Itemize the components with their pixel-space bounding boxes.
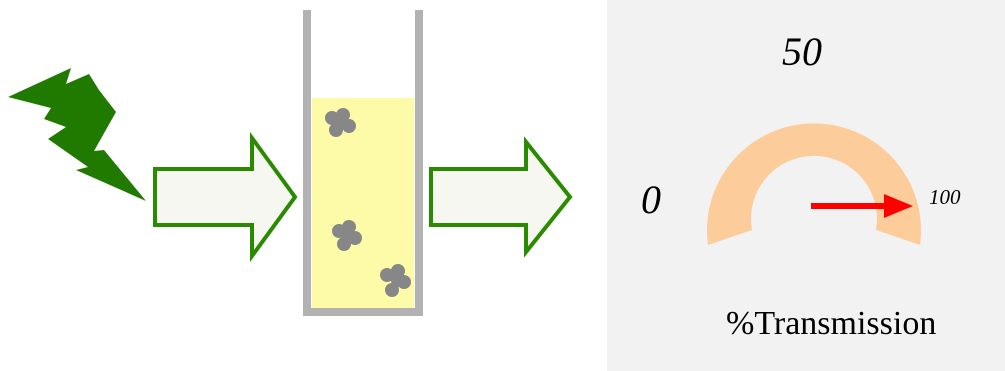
meter-panel	[607, 0, 1005, 371]
lightning-bolt-icon	[8, 68, 146, 201]
cuvette-left-wall	[303, 10, 311, 314]
gauge-icon	[707, 123, 921, 245]
particle-icon	[332, 220, 362, 251]
cuvette-right-wall	[415, 10, 423, 314]
particle-icon	[380, 264, 411, 297]
gauge-low-label: 0	[641, 177, 661, 222]
needle-icon	[811, 194, 913, 218]
gauge-mid-label: 50	[782, 29, 822, 74]
meter-caption: %Transmission	[726, 305, 937, 342]
gauge-high-label: 100	[929, 185, 961, 209]
transmitted-light-arrow-icon	[429, 136, 573, 258]
cuvette-bottom-wall	[303, 308, 423, 316]
particle-icon	[325, 108, 356, 137]
incident-light-arrow-icon	[153, 131, 298, 263]
